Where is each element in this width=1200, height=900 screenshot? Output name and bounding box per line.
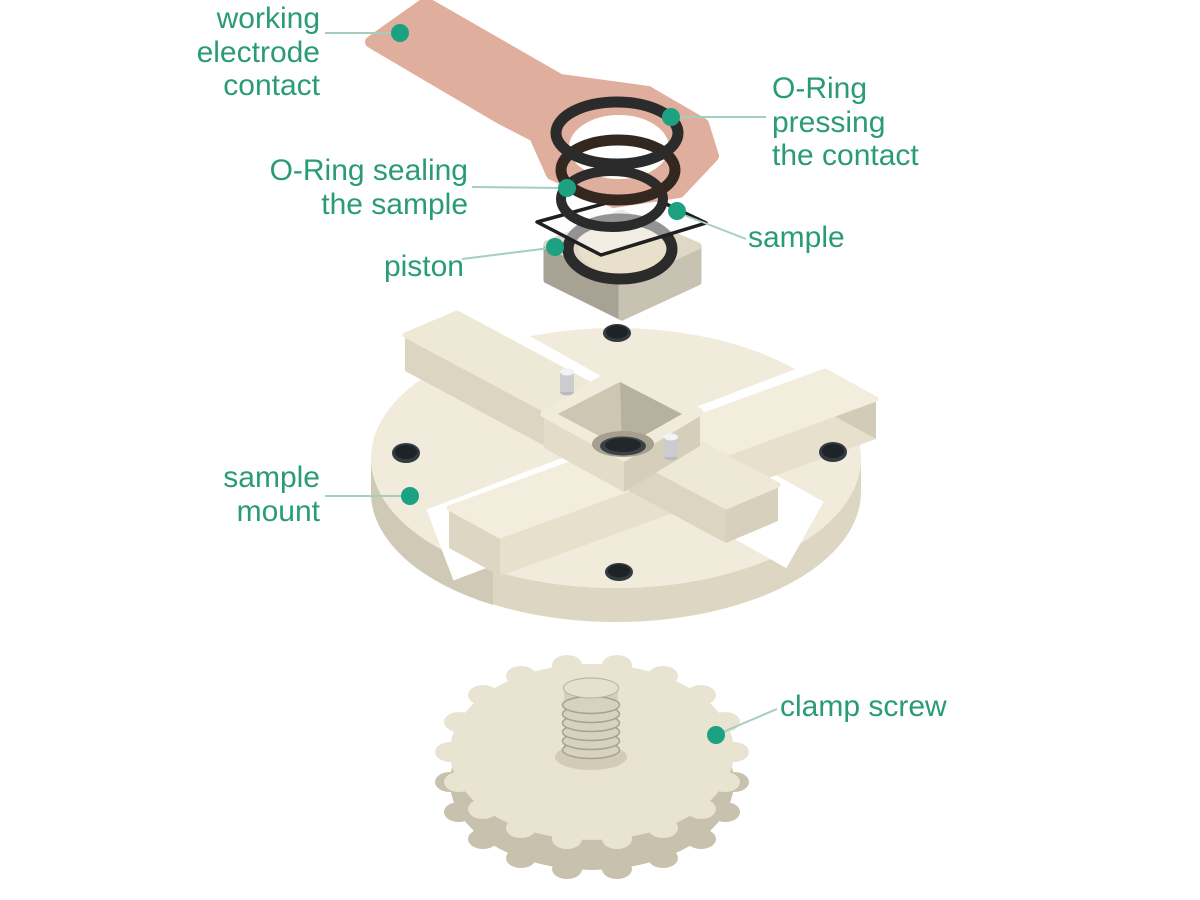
- o-ring-middle: [555, 134, 681, 206]
- mount-disk-side: [371, 458, 861, 622]
- label-sample: sample: [748, 221, 845, 254]
- dot-oring-pressing: [662, 108, 680, 126]
- alignment-pins: [560, 368, 678, 461]
- sample-mount: [370, 310, 879, 622]
- leader-sample: [678, 212, 747, 240]
- label-piston: piston: [383, 250, 464, 283]
- o-ring-pressing-contact: [550, 96, 684, 170]
- label-oring-pressing: O-Ring pressing the contact: [772, 72, 919, 173]
- dot-working-electrode: [391, 24, 409, 42]
- label-sample-mount: sample mount: [223, 461, 320, 528]
- callout-dots: [391, 24, 725, 744]
- leader-lines: [325, 32, 778, 736]
- mount-holes: [392, 324, 847, 581]
- label-clamp-screw: clamp screw: [780, 690, 947, 723]
- dot-sample-mount: [401, 487, 419, 505]
- mount-center-block: [540, 364, 704, 492]
- clamp-screw-thread: [555, 677, 627, 770]
- leader-piston: [461, 247, 551, 260]
- dot-piston: [546, 238, 564, 256]
- dot-clamp-screw: [707, 726, 725, 744]
- clamp-screw-top: [435, 655, 749, 849]
- dot-oring-sealing: [558, 179, 576, 197]
- dot-sample: [668, 202, 686, 220]
- label-working-electrode-contact: working electrode contact: [196, 2, 320, 103]
- leader-oring-sealing: [471, 186, 562, 189]
- o-ring-sealing-sample: [556, 166, 668, 232]
- leader-clamp-screw: [715, 708, 778, 736]
- clamp-screw: [435, 655, 749, 879]
- label-oring-sealing: O-Ring sealing the sample: [269, 154, 468, 221]
